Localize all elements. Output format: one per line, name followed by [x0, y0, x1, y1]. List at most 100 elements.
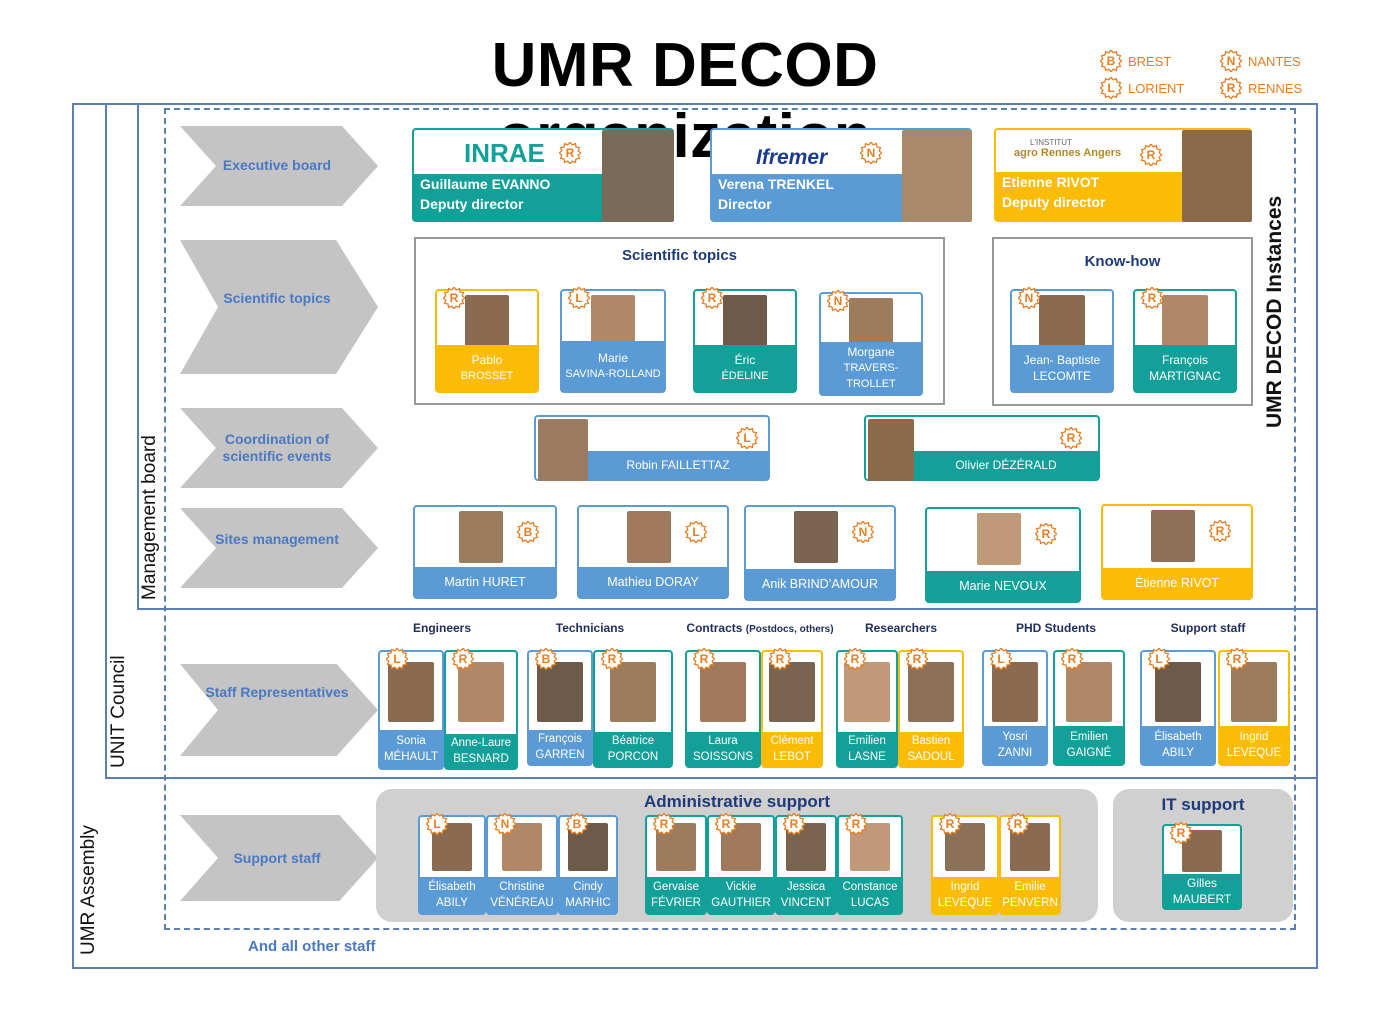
person-name: Étienne RIVOT: [1103, 568, 1251, 598]
person-photo: [769, 662, 815, 722]
chevron-arrow-icon: [180, 408, 378, 488]
person-photo: [388, 662, 434, 722]
person-photo: [700, 662, 746, 722]
person-photo: [1066, 662, 1112, 722]
site-badge-icon: L: [990, 648, 1012, 670]
group-researchers: Researchers: [864, 621, 938, 635]
instances-frame: [164, 108, 1296, 930]
instances-label: UMR DECOD Instances: [1263, 195, 1286, 428]
person-photo: [868, 419, 914, 481]
knowhow-header: Know-how: [1084, 253, 1161, 270]
chevron-arrow-icon: [180, 664, 378, 756]
person-photo: [844, 662, 890, 722]
person-name: Mathieu DORAY: [579, 567, 727, 597]
site-badge-icon: R: [1035, 523, 1057, 545]
person-photo: [849, 298, 893, 350]
site-badge-icon: R: [601, 648, 623, 670]
person-photo: [1151, 510, 1195, 562]
person-role: Director: [718, 196, 772, 212]
person-photo: [794, 511, 838, 563]
site-badge-icon: R: [1226, 648, 1248, 670]
site-badge-icon: R: [559, 142, 581, 164]
site-badge-icon: R: [1209, 520, 1231, 542]
person-photo: [977, 513, 1021, 565]
person-name: Verena TRENKEL: [718, 176, 834, 192]
person-photo: [1162, 295, 1208, 347]
person-photo: [458, 662, 504, 722]
person-name: Marie NEVOUX: [927, 571, 1079, 601]
person-photo: [723, 295, 767, 347]
person-photo: [627, 511, 671, 563]
site-badge-icon: N: [852, 521, 874, 543]
site-badge-icon: L: [568, 287, 590, 309]
site-badge-icon: R: [715, 813, 737, 835]
person-photo: [459, 511, 503, 563]
person-name: Etienne RIVOT: [1002, 174, 1100, 190]
site-badge-icon: R: [701, 287, 723, 309]
row-topics: Scientific topics: [180, 240, 378, 374]
person-photo: [1155, 662, 1201, 722]
site-badge-icon: R: [1061, 648, 1083, 670]
agro-logo: L'INSTITUT agro Rennes Angers: [1014, 138, 1122, 159]
management-frame: [137, 103, 1318, 610]
person-photo: [1231, 662, 1277, 722]
row-sites: Sites management: [180, 508, 378, 588]
site-badge-icon: R: [783, 813, 805, 835]
site-badge-icon: R: [844, 648, 866, 670]
person-photo: [465, 295, 509, 347]
group-technicians: Technicians: [555, 621, 625, 635]
person-photo: [537, 662, 583, 722]
person-name: Anik BRIND’AMOUR: [746, 569, 894, 599]
person-photo: [1182, 130, 1252, 222]
site-badge-icon: R: [1170, 822, 1192, 844]
council-label: UNIT Council: [108, 655, 129, 768]
row-coordination: Coordination of scientific events: [180, 408, 378, 488]
inrae-logo: INRAE: [464, 138, 545, 168]
person-name: Robin FAILLETTAZ: [588, 451, 768, 479]
person-role: Deputy director: [1002, 194, 1106, 210]
it-support-header: IT support: [1161, 795, 1245, 814]
site-badge-icon: L: [386, 648, 408, 670]
assembly-label: UMR Assembly: [78, 825, 99, 955]
chevron-arrow-icon: [180, 126, 378, 206]
row-executive: Executive board: [180, 126, 378, 206]
person-photo: [591, 295, 635, 347]
